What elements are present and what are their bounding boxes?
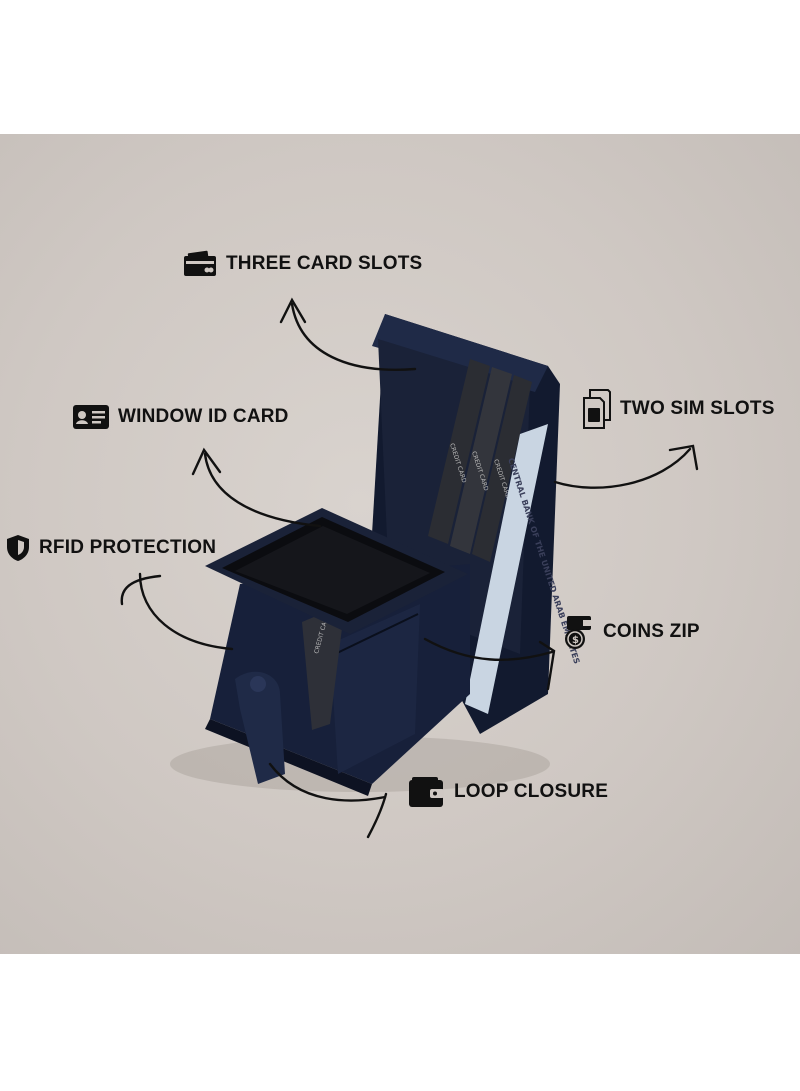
credit-card-icon <box>182 250 218 278</box>
feature-loop-closure: LOOP CLOSURE <box>408 776 608 808</box>
feature-window-id-card: WINDOW ID CARD <box>72 404 289 430</box>
feature-two-sim-slots: TWO SIM SLOTS <box>582 388 775 430</box>
arrow-sim <box>553 447 692 489</box>
feature-label: RFID PROTECTION <box>39 537 217 558</box>
feature-label: TWO SIM SLOTS <box>620 398 775 419</box>
feature-rfid-protection: RFID PROTECTION <box>5 534 216 562</box>
feature-label: COINS ZIP <box>603 621 700 642</box>
arrow-coins <box>423 637 554 662</box>
annotation-arrows <box>120 297 699 839</box>
arrow-loop <box>268 762 387 802</box>
coin-wallet-icon: $ <box>563 614 595 650</box>
feature-three-card-slots: THREE CARD SLOTS <box>182 250 422 278</box>
wallet-icon <box>408 776 446 808</box>
arrow-card-slots <box>290 302 417 371</box>
card-slot-1 <box>428 359 490 544</box>
card-slot-2 <box>450 367 512 554</box>
feature-coins-zip: $ COINS ZIP <box>563 614 700 650</box>
shield-icon <box>5 534 31 562</box>
sim-card-icon <box>582 388 612 430</box>
banknote <box>465 424 548 714</box>
arrow-window-id <box>203 452 322 528</box>
wallet-scene: CREDIT CARD CREDIT CARD CREDIT CARD CENT… <box>120 297 699 839</box>
card-slot-3 <box>472 375 532 562</box>
inner-card <box>302 604 345 730</box>
feature-label: LOOP CLOSURE <box>454 781 609 802</box>
card-slots: CREDIT CARD CREDIT CARD CREDIT CARD <box>428 359 532 562</box>
loop-closure-tab <box>235 671 285 784</box>
feature-label: THREE CARD SLOTS <box>226 253 423 274</box>
svg-text:$: $ <box>572 635 579 646</box>
product-photo: CREDIT CARD CREDIT CARD CREDIT CARD CENT… <box>0 134 800 954</box>
feature-label: WINDOW ID CARD <box>118 406 289 427</box>
id-card-icon <box>72 404 110 430</box>
arrow-rfid <box>138 572 234 651</box>
